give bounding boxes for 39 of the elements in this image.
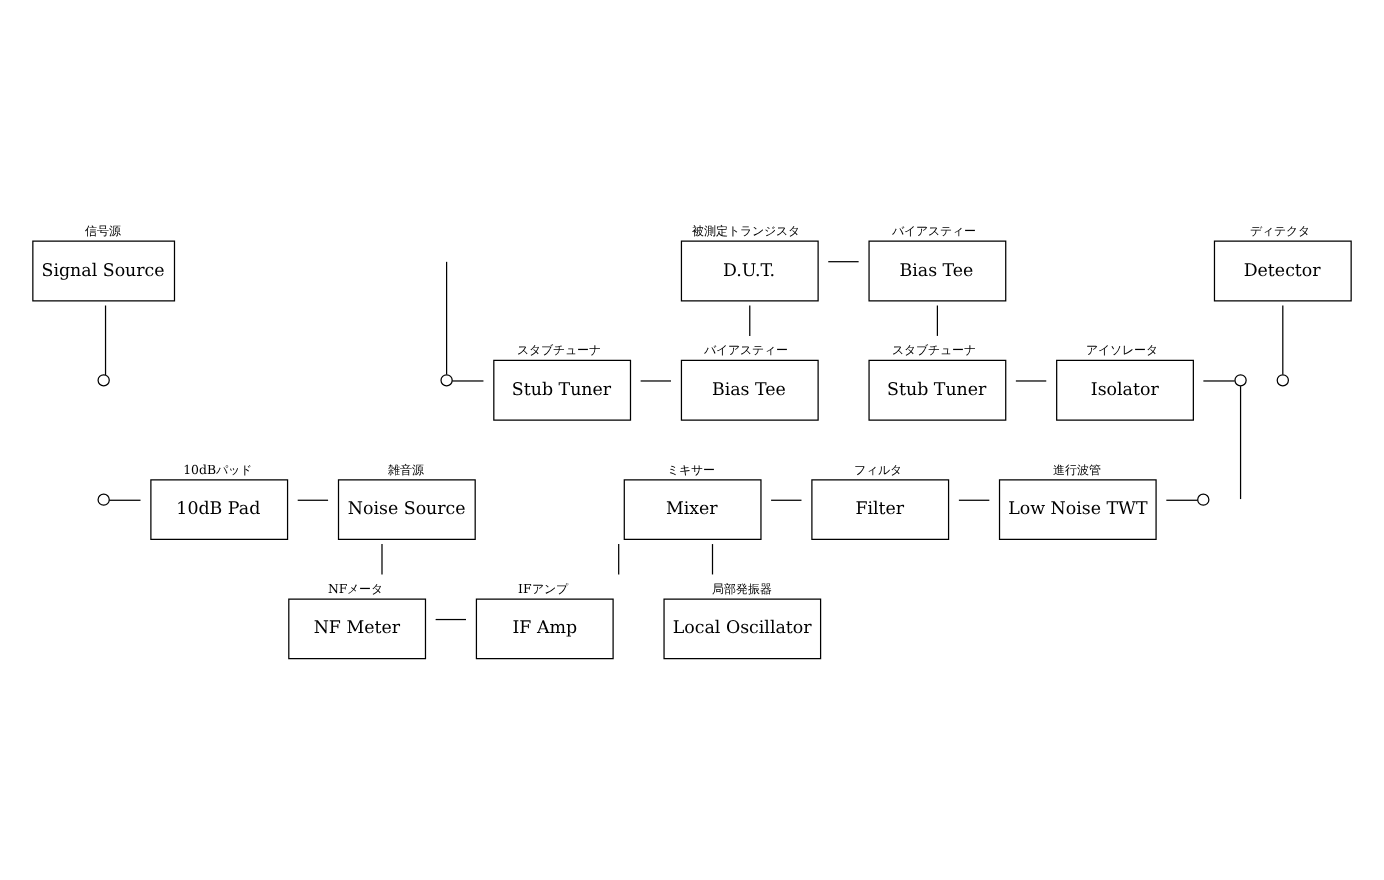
- connector: [446, 261, 448, 376]
- node-circle: [1234, 374, 1247, 387]
- node-circle: [97, 493, 110, 506]
- connector: [297, 499, 329, 501]
- node-box: Stub Tuner: [493, 359, 632, 421]
- node-box: Isolator: [1056, 359, 1194, 421]
- connector: [936, 304, 938, 337]
- connector: [104, 304, 107, 376]
- node-box: Mixer: [623, 479, 762, 540]
- connector: [1239, 385, 1242, 500]
- node-box: Local Oscillator: [663, 598, 822, 660]
- node-circle: [1197, 493, 1210, 506]
- connector: [770, 499, 803, 501]
- node-box: Stub Tuner: [868, 359, 1007, 421]
- connector: [451, 380, 485, 382]
- node-circle: [97, 374, 110, 387]
- connector: [749, 304, 751, 337]
- connector: [1165, 499, 1199, 501]
- node-box: IF Amp: [475, 598, 614, 660]
- node-box: NF Meter: [288, 598, 427, 660]
- connector: [958, 499, 990, 501]
- node-box: Bias Tee: [868, 240, 1007, 302]
- connector: [108, 499, 142, 501]
- node-box: Low Noise TWT: [998, 479, 1157, 540]
- node-box: Detector: [1213, 240, 1352, 302]
- connector: [618, 543, 620, 576]
- node-circle: [1276, 374, 1289, 387]
- node-box: Bias Tee: [680, 359, 819, 421]
- connector: [1282, 304, 1284, 376]
- node-box: 10dB Pad: [150, 479, 289, 540]
- node-box: Filter: [811, 479, 950, 540]
- connector: [711, 543, 714, 576]
- connector: [827, 261, 860, 263]
- connector: [1202, 380, 1236, 382]
- connector: [435, 618, 467, 621]
- node-box: D.U.T.: [680, 240, 819, 302]
- node-box: Signal Source: [32, 240, 176, 302]
- node-circle: [440, 374, 453, 387]
- node-box: Noise Source: [337, 479, 476, 540]
